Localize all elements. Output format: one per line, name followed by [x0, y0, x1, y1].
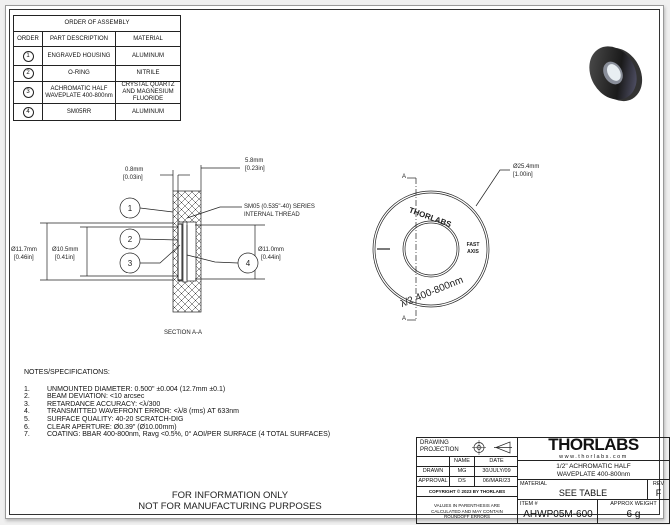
dim-thin-in: [0.03in]: [123, 175, 143, 181]
note-item: 6.CLEAR APERTURE: Ø0.39" (Ø10.00mm): [24, 423, 177, 431]
drawn-label: DRAWN: [422, 468, 444, 474]
balloon-3: 3: [128, 259, 133, 268]
product-render: [589, 46, 643, 102]
note-item: 3.RETARDANCE ACCURACY: <λ/300: [24, 400, 161, 408]
item-number: AHWP05M-600: [523, 509, 593, 520]
approval-date: 06/MAR/23: [474, 477, 518, 487]
rev-value: F: [655, 488, 662, 498]
dim-outer-dia: Ø11.7mm: [11, 247, 37, 253]
front-view: [372, 169, 510, 321]
balloon-1: 1: [128, 204, 133, 213]
drawing-frame: ORDER OF ASSEMBLY ORDER PART DESCRIPTION…: [9, 9, 670, 524]
approval-label: APPROVAL: [418, 478, 448, 484]
item-label: ITEM #: [520, 501, 538, 507]
dim-right-dia: Ø11.0mm: [258, 247, 284, 253]
disclaimer: FOR INFORMATION ONLY NOT FOR MANUFACTURI…: [130, 490, 330, 512]
disclaimer-line-2: NOT FOR MANUFACTURING PURPOSES: [138, 501, 322, 512]
dim-front-dia: Ø25.4mm: [513, 164, 539, 170]
dim-thin: 0.8mm: [125, 167, 143, 173]
values-note: VALUES IN PARENTHESIS ARE CALCULATED AND…: [417, 497, 518, 523]
title-block: DRAWING PROJECTION NAME DATE DRAWN MG 30…: [416, 435, 670, 524]
balloon-2: 2: [128, 235, 133, 244]
name-header: NAME: [449, 457, 474, 467]
copyright: COPYRIGHT © 2023 BY THORLABS: [417, 487, 518, 497]
order-balloon: 4: [22, 106, 34, 118]
section-view: [40, 165, 265, 313]
notes-specifications: NOTES/SPECIFICATIONS: 1.UNMOUNTED DIAMET…: [24, 369, 330, 439]
dim-front-dia-in: [1.00in]: [513, 172, 533, 178]
section-mark-bottom: A: [402, 316, 406, 322]
drawn-name: MG: [449, 467, 474, 477]
dim-mid-dia: Ø10.5mm: [52, 247, 78, 253]
weight-value: 6 g: [626, 509, 641, 520]
drawing-sheet: ORDER OF ASSEMBLY ORDER PART DESCRIPTION…: [5, 5, 670, 524]
website: www.thorlabs.com: [559, 454, 628, 460]
part-material: CRYSTAL QUARTZ AND MAGNESIUM FLUORIDE: [115, 81, 181, 104]
weight-label: APPROX WEIGHT: [610, 501, 657, 507]
note-item: 5.SURFACE QUALITY: 40-20 SCRATCH-DIG: [24, 415, 184, 423]
dim-outer-dia-in: [0.46in]: [14, 255, 34, 261]
material-value: SEE TABLE: [558, 488, 608, 498]
note-item: 2.BEAM DEVIATION: <10 arcsec: [24, 393, 145, 401]
material-label: MATERIAL: [520, 481, 548, 487]
engrave-brand: THORLABS: [408, 206, 453, 230]
note-item: 4.TRANSMITTED WAVEFRONT ERROR: <λ/8 (rms…: [24, 408, 239, 416]
order-balloon: 1: [22, 50, 34, 62]
drawing-views: 0.8mm [0.03in] 5.8mm [0.23in] SM05 (0.53…: [11, 46, 643, 336]
thorlabs-logo: THORLABS: [548, 435, 639, 454]
table-row: 1 ENGRAVED HOUSING ALUMINUM: [13, 46, 181, 66]
assembly-table: ORDER OF ASSEMBLY ORDER PART DESCRIPTION…: [13, 15, 181, 121]
section-mark-top: A: [402, 174, 406, 180]
dim-right-dia-in: [0.44in]: [261, 255, 281, 261]
notes-title: NOTES/SPECIFICATIONS:: [24, 369, 110, 376]
disclaimer-line-1: FOR INFORMATION ONLY: [171, 490, 289, 501]
dim-mid-dia-in: [0.41in]: [55, 255, 75, 261]
rev-label: REV: [652, 481, 665, 487]
balloon-4: 4: [246, 259, 251, 268]
order-balloon: 3: [22, 87, 34, 98]
engrave-axis: AXIS: [467, 249, 479, 255]
note-item: 7.COATING: BBAR 400-800nm, Ravg <0.5%, 0…: [24, 431, 331, 439]
engrave-fast: FAST: [467, 242, 480, 248]
thread-callout-2: INTERNAL THREAD: [244, 212, 300, 218]
projection-label: DRAWING PROJECTION: [420, 440, 459, 453]
order-balloon: 2: [22, 68, 34, 79]
dim-width: 5.8mm: [245, 158, 263, 164]
thread-callout: SM05 (0.535"-40) SERIES: [244, 204, 315, 210]
note-item: 1.UNMOUNTED DIAMETER: 0.500" ±0.004 (12.…: [24, 385, 226, 393]
engrave-wave: λ/2 400-800nm: [399, 275, 465, 310]
front-view-text: A A Ø25.4mm [1.00in] THORLABS FAST AXIS …: [399, 164, 539, 322]
section-label: SECTION A-A: [164, 330, 202, 336]
drawn-date: 30/JULY/09: [474, 467, 518, 477]
date-header: DATE: [474, 457, 518, 467]
part-description-title: 1/2" ACHROMATIC HALF WAVEPLATE 400-800nm: [518, 461, 669, 480]
table-row: 3 ACHROMATIC HALF WAVEPLATE 400-800nm CR…: [13, 81, 181, 104]
approval-name: DS: [449, 477, 474, 487]
dim-width-in: [0.23in]: [245, 166, 265, 172]
projection-icon: [472, 440, 512, 455]
part-material: ALUMINUM: [115, 103, 181, 121]
table-row: 4 SM05RR ALUMINUM: [13, 103, 181, 121]
